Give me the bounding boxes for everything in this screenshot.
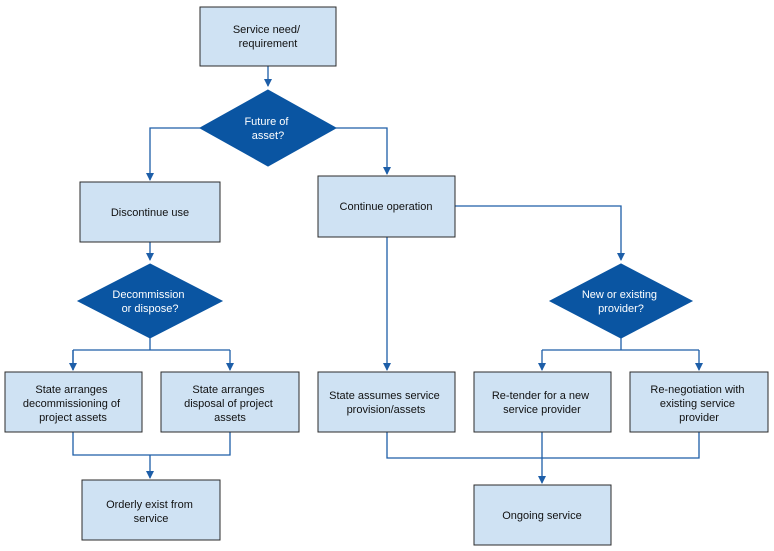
- merge-left-branch-to-orderly-exit: [72, 432, 231, 478]
- disposal-line-2: disposal of project: [184, 398, 273, 410]
- state-arranges-decommissioning-label: State arranges decommissioning of projec…: [23, 384, 123, 424]
- arrow-provider-to-outcomes: [542, 338, 699, 370]
- arrow-future-to-continue: [336, 127, 391, 175]
- connectors: [69, 66, 703, 483]
- renegotiation-box: Re-negotiation with existing service pro…: [629, 371, 769, 433]
- future-of-asset-decision: Future of asset?: [198, 89, 338, 167]
- orderly-exit-box: Orderly exist from service: [81, 479, 221, 541]
- decommission-line-1: Decommission: [112, 289, 184, 301]
- arrow-decommission-to-outcomes: [72, 338, 230, 370]
- decommission-line-2: or dispose?: [122, 303, 179, 315]
- retender-line-2: service provider: [503, 404, 581, 416]
- decommissioning-line-1: State arranges: [35, 384, 108, 396]
- state-assumes-line-1: State assumes service: [329, 390, 440, 402]
- discontinue-use-label: Discontinue use: [111, 207, 189, 219]
- state-arranges-decommissioning-box: State arranges decommissioning of projec…: [4, 371, 143, 433]
- service-need-label: Service need/ requirement: [233, 24, 303, 50]
- retender-label: Re-tender for a new service provider: [492, 390, 592, 416]
- provider-line-2: provider?: [598, 303, 644, 315]
- orderly-exit-line-2: service: [134, 513, 169, 525]
- future-of-asset-label: Future of asset?: [244, 116, 291, 142]
- service-need-line-1: Service need/: [233, 24, 301, 36]
- discontinue-use-line-1: Discontinue use: [111, 207, 189, 219]
- continue-operation-line-1: Continue operation: [340, 201, 433, 213]
- future-line-2: asset?: [252, 130, 284, 142]
- merge-right-branch-to-ongoing: [386, 432, 700, 483]
- decommission-or-dispose-decision: Decommission or dispose?: [76, 263, 224, 339]
- state-assumes-service-label: State assumes service provision/assets: [329, 390, 443, 416]
- decommission-or-dispose-label: Decommission or dispose?: [112, 289, 187, 315]
- arrow-continue-to-new-or-existing: [455, 205, 625, 261]
- decommissioning-line-3: project assets: [39, 412, 107, 424]
- state-assumes-line-2: provision/assets: [347, 404, 426, 416]
- future-line-1: Future of: [244, 116, 289, 128]
- provider-line-1: New or existing: [582, 289, 657, 301]
- new-or-existing-provider-label: New or existing provider?: [582, 289, 660, 315]
- service-need-box: Service need/ requirement: [199, 6, 337, 67]
- continue-operation-box: Continue operation: [317, 175, 456, 238]
- discontinue-use-box: Discontinue use: [79, 181, 221, 243]
- orderly-exit-line-1: Orderly exist from: [106, 499, 193, 511]
- renegotiation-line-2: existing service: [660, 398, 735, 410]
- renegotiation-line-3: provider: [679, 412, 719, 424]
- new-or-existing-provider-decision: New or existing provider?: [548, 263, 694, 339]
- state-arranges-disposal-label: State arranges disposal of project asset…: [184, 384, 276, 424]
- ongoing-service-box: Ongoing service: [473, 484, 612, 546]
- retender-box: Re-tender for a new service provider: [473, 371, 612, 433]
- renegotiation-label: Re-negotiation with existing service pro…: [650, 384, 747, 424]
- decommissioning-line-2: decommissioning of: [23, 398, 121, 410]
- disposal-line-1: State arranges: [192, 384, 265, 396]
- state-arranges-disposal-box: State arranges disposal of project asset…: [160, 371, 300, 433]
- service-need-line-2: requirement: [239, 38, 298, 50]
- ongoing-service-label: Ongoing service: [502, 510, 582, 522]
- continue-operation-label: Continue operation: [340, 201, 433, 213]
- renegotiation-line-1: Re-negotiation with: [650, 384, 744, 396]
- disposal-line-3: assets: [214, 412, 246, 424]
- orderly-exit-label: Orderly exist from service: [106, 499, 196, 525]
- retender-line-1: Re-tender for a new: [492, 390, 589, 402]
- arrow-future-to-discontinue: [146, 127, 200, 181]
- state-assumes-service-box: State assumes service provision/assets: [317, 371, 456, 433]
- ongoing-service-line-1: Ongoing service: [502, 510, 582, 522]
